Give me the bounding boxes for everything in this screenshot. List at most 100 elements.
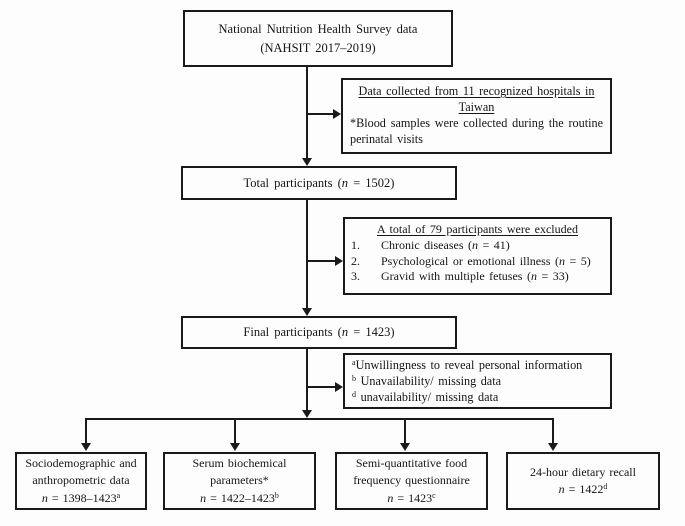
text-segment: 3.	[351, 269, 360, 284]
text-segment: 2.	[351, 253, 360, 268]
text-line: n = 1422–1423b	[165, 490, 314, 507]
text-segment: National Nutrition Health Survey data	[218, 21, 418, 36]
final-participants-box: Final participants (n = 1423)	[181, 316, 457, 349]
text-segment: d	[603, 482, 608, 492]
text-segment: 24-hour dietary recall	[530, 464, 636, 479]
arrowhead-down-icon	[81, 443, 91, 451]
text-segment: = 1422	[564, 482, 604, 496]
text-segment: = 41)	[477, 237, 510, 252]
text-line: Serum biochemical	[165, 455, 314, 472]
connector-final-to-split	[306, 349, 308, 411]
connector-branch-hospitals	[307, 113, 333, 115]
text-segment: = 5)	[564, 253, 591, 268]
text-segment: Gravid with multiple fetuses (	[381, 269, 531, 284]
text-segment: Chronic diseases (	[381, 237, 472, 252]
connector-drop-3	[404, 420, 406, 444]
text-segment: n	[341, 175, 348, 190]
arrowhead-down-icon	[302, 308, 312, 316]
text-segment: Total participants (	[243, 175, 342, 190]
hospitals-note-box: Data collected from 11 recognized hospit…	[341, 78, 612, 154]
text-segment: b	[274, 490, 279, 500]
arrowhead-right-icon	[333, 109, 341, 119]
arrowhead-down-icon	[400, 443, 410, 451]
connector-drop-2	[234, 420, 236, 444]
text-line: 24-hour dietary recall	[508, 464, 658, 481]
text-segment: Unavailability/ missing data	[356, 373, 502, 388]
text-line: 1. Chronic diseases (n = 41)	[351, 238, 604, 254]
text-line: n = 1398–1423a	[17, 490, 145, 507]
connector-drop-1	[85, 418, 87, 444]
outcome-box-dietary-recall: 24-hour dietary recall n = 1422d	[506, 452, 660, 510]
outcome-box-serum-biochemical: Serum biochemical parameters* n = 1422–142…	[163, 452, 316, 510]
text-line: Final participants (n = 1423)	[183, 325, 455, 340]
text-line: *Blood samples were collected during the…	[350, 116, 603, 148]
total-participants-box: Total participants (n = 1502)	[181, 166, 457, 200]
excluded-items-list: 1.Chronic diseases (n = 41)2.Psychologic…	[351, 238, 604, 285]
text-segment: = 1423)	[348, 325, 395, 339]
excluded-heading: A total of 79 participants were excluded	[351, 222, 604, 238]
text-segment: Serum biochemical	[192, 456, 287, 471]
text-line: (NAHSIT 2017–2019)	[185, 39, 451, 58]
text-segment: = 1502)	[348, 175, 395, 190]
text-segment: unavailability/ missing data	[356, 389, 499, 404]
text-segment: Semi-quantitative food	[355, 456, 468, 471]
text-line: n = 1423c	[337, 490, 486, 507]
connector-branch-excluded	[307, 260, 335, 262]
text-segment: n	[387, 490, 394, 505]
text-line: Total participants (n = 1502)	[183, 176, 455, 191]
arrowhead-right-icon	[335, 256, 343, 266]
text-segment: = 1423	[393, 490, 433, 505]
text-line: A total of 79 participants were excluded	[351, 222, 604, 238]
text-line: aUnwillingness to reveal personal inform…	[352, 358, 603, 374]
text-line: 3.Gravid with multiple fetuses (n = 33)	[351, 269, 604, 285]
text-segment: 1.	[351, 237, 360, 252]
arrowhead-down-icon	[230, 443, 240, 451]
connector-drop-4	[552, 418, 554, 444]
text-segment: = 1398–1423	[47, 490, 117, 505]
text-segment: A total of 79 participants were excluded	[377, 222, 578, 236]
hospitals-note-heading: Data collected from 11 recognized hospit…	[350, 84, 603, 116]
arrowhead-down-icon	[302, 158, 312, 166]
text-segment: a	[116, 490, 121, 500]
text-segment: n	[471, 237, 478, 252]
text-segment: b	[352, 374, 357, 384]
text-segment: n	[341, 325, 349, 339]
text-segment: parameters*	[210, 473, 269, 488]
text-segment: c	[432, 490, 436, 500]
text-line: Semi-quantitative food	[337, 455, 486, 472]
hospitals-note-body: *Blood samples were collected during the…	[350, 116, 603, 148]
text-line: National Nutrition Health Survey data	[185, 20, 451, 39]
text-line: n = 1422d	[508, 481, 658, 498]
excluded-participants-box: A total of 79 participants were excluded…	[343, 217, 612, 295]
connector-split-horizontal	[85, 418, 554, 420]
text-segment: n	[530, 269, 537, 284]
text-line: b Unavailability/ missing data	[352, 374, 603, 390]
text-segment: d	[352, 390, 357, 400]
text-line: Taiwan	[350, 100, 603, 116]
text-segment: Unwillingness to reveal personal informa…	[355, 358, 583, 372]
text-segment: n	[41, 490, 48, 505]
text-line: Data collected from 11 recognized hospit…	[350, 84, 603, 100]
text-line: Sociodemographic and	[17, 455, 145, 472]
text-segment: anthropometric data	[32, 473, 130, 488]
text-segment: (NAHSIT 2017–2019)	[260, 40, 376, 55]
arrowhead-down-icon	[548, 443, 558, 451]
text-line: 2.Psychological or emotional illness (n …	[351, 254, 604, 270]
outcome-box-food-frequency: Semi-quantitative food frequency question…	[335, 452, 488, 510]
text-line: frequency questionnaire	[337, 472, 486, 489]
arrowhead-right-icon	[335, 382, 343, 392]
text-segment: *Blood samples were collected during the…	[350, 115, 603, 146]
text-segment: a	[352, 358, 356, 368]
text-segment: n	[558, 482, 565, 496]
text-segment: = 1422–1423	[206, 490, 275, 505]
text-line: d unavailability/ missing data	[352, 390, 603, 406]
footnotes-box: aUnwillingness to reveal personal inform…	[343, 353, 612, 409]
text-segment: Data collected from 11 recognized hospit…	[358, 84, 595, 98]
text-segment: n	[558, 253, 565, 268]
text-segment: Final participants (	[243, 325, 342, 339]
text-segment: frequency questionnaire	[353, 473, 470, 488]
text-segment: Taiwan	[458, 99, 495, 114]
arrowhead-down-icon	[302, 410, 312, 418]
